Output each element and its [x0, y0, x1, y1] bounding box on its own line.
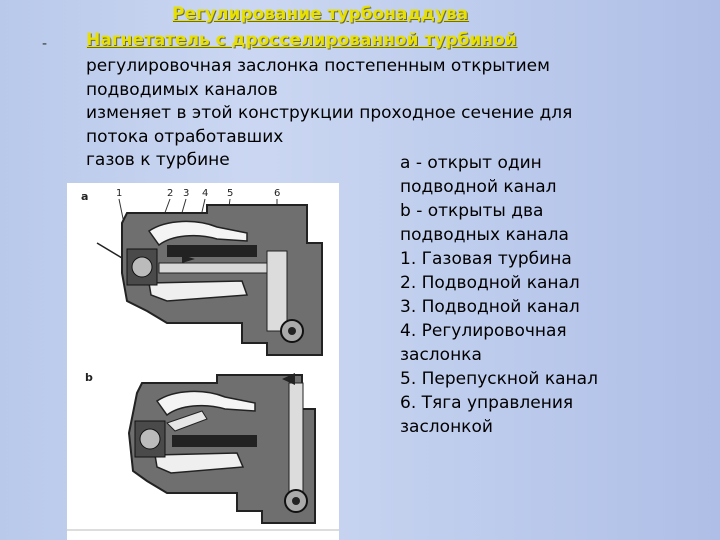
callout-4: 4 [202, 188, 208, 199]
legend-line: а - открыт один [400, 153, 542, 173]
diagram-label-b: b [85, 371, 93, 384]
body-line: подводимых каналов [86, 79, 278, 100]
body-line: изменяет в этой конструкции проходное се… [86, 103, 573, 123]
body-line: газов к турбине [86, 150, 230, 170]
callout-3: 3 [183, 188, 189, 199]
turbocharger-a [96, 204, 323, 356]
legend-line: заслонкой [400, 417, 493, 437]
legend-line: подводной канал [400, 177, 557, 197]
legend-line: 1. Газовая турбина [400, 249, 572, 269]
slide-title: Регулирование турбонаддува [172, 4, 469, 24]
turbocharger-drawing: a 1 2 3 4 5 6 b [67, 188, 339, 531]
legend-line: 2. Подводной канал [400, 273, 580, 293]
turbocharger-b [67, 373, 339, 531]
legend-line: 6. Тяга управления [400, 393, 574, 413]
legend-line: подводных канала [400, 225, 569, 245]
bullet-marker: - [42, 36, 48, 52]
legend-line: 3. Подводной канал [400, 297, 580, 317]
slide-subtitle: Нагнетатель с дросселированной турбиной [86, 30, 517, 50]
legend: а - открыт один подводной канал b - откр… [400, 151, 710, 439]
legend-line: 4. Регулировочная [400, 321, 567, 341]
diagram-label-a: a [81, 190, 88, 203]
body-line: потока отработавших [86, 126, 284, 147]
legend-line: заслонка [400, 345, 482, 365]
callout-1: 1 [116, 188, 122, 199]
callout-6: 6 [274, 188, 280, 199]
callout-2: 2 [167, 188, 173, 199]
legend-line: 5. Перепускной канал [400, 369, 598, 389]
body-line: регулировочная заслонка постепенным откр… [86, 56, 550, 76]
callout-5: 5 [227, 188, 233, 199]
turbocharger-diagram: a 1 2 3 4 5 6 b [67, 183, 339, 540]
legend-line: b - открыты два [400, 201, 544, 221]
body-text: регулировочная заслонка постепенным откр… [86, 55, 696, 173]
